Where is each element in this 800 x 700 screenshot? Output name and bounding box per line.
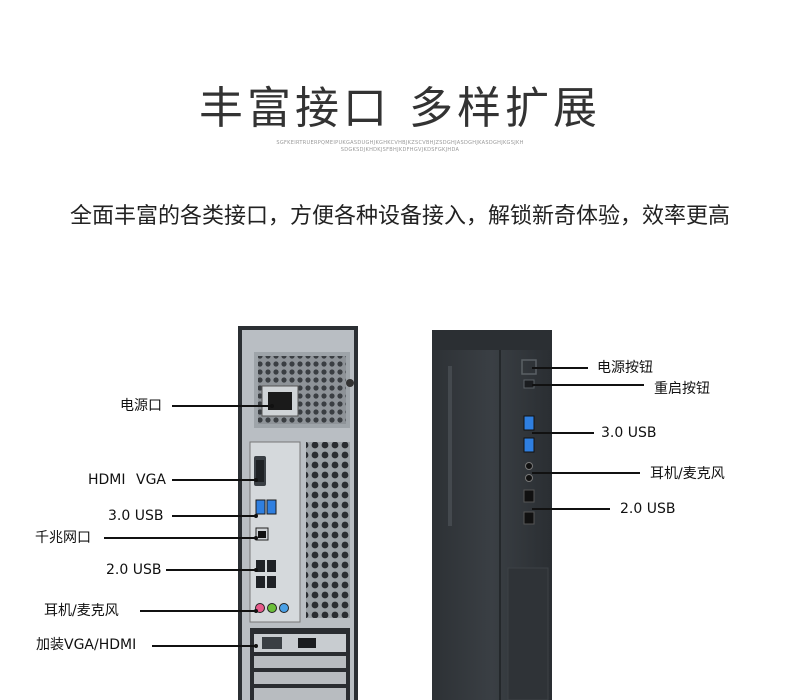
label-power-port: 电源口 bbox=[120, 398, 162, 414]
label-audio-rear: 耳机/麦克风 bbox=[44, 603, 119, 619]
leader-line-audio-rear bbox=[140, 610, 256, 612]
leader-line-power-port bbox=[172, 405, 272, 407]
label-hdmi: HDMI bbox=[88, 472, 126, 488]
leader-line-usb3-rear bbox=[172, 515, 256, 517]
leader-line-usb3-front bbox=[532, 432, 594, 434]
leader-line-usb2-rear bbox=[166, 569, 256, 571]
leader-line-reset-button bbox=[532, 384, 644, 386]
rear-chassis bbox=[238, 326, 358, 700]
leader-line-usb2-front bbox=[532, 508, 610, 510]
decorative-text-line-2: SDGKSDJKHDKJSFBHJKDFHGVJKDSFGKJHDA bbox=[340, 147, 460, 153]
leader-line-hdmi-vga bbox=[172, 479, 256, 481]
decorative-text-line-1: SGFKEIRTRUERPQMEIPUKGASDUGHJKGHKCVHBJKZS… bbox=[276, 140, 524, 146]
front-chassis bbox=[432, 330, 552, 700]
label-expansion-vga-hdmi: 加装VGA/HDMI bbox=[36, 637, 137, 653]
leader-dot-expansion bbox=[254, 644, 258, 648]
product-illustration bbox=[238, 326, 552, 700]
label-usb2-rear: 2.0 USB bbox=[106, 562, 162, 578]
leader-dot-hdmi-vga bbox=[254, 478, 258, 482]
leader-line-gigabit-lan bbox=[104, 537, 256, 539]
page-subtitle: 全面丰富的各类接口，方便各种设备接入，解锁新奇体验，效率更高 bbox=[69, 204, 730, 229]
leader-dot-usb3-rear bbox=[254, 514, 258, 518]
leader-dot-gigabit-lan bbox=[254, 536, 258, 540]
label-reset-button: 重启按钮 bbox=[654, 381, 710, 397]
leader-line-expansion bbox=[152, 645, 256, 647]
leader-dot-audio-rear bbox=[254, 609, 258, 613]
label-usb3-front: 3.0 USB bbox=[601, 425, 657, 441]
label-vga: VGA bbox=[136, 472, 167, 488]
label-usb2-front: 2.0 USB bbox=[620, 501, 676, 517]
page-title: 丰富接口 多样扩展 bbox=[199, 83, 601, 134]
leader-line-audio-front bbox=[532, 472, 640, 474]
label-gigabit-lan: 千兆网口 bbox=[35, 530, 91, 546]
label-power-button: 电源按钮 bbox=[597, 360, 653, 376]
leader-dot-usb2-rear bbox=[254, 568, 258, 572]
label-audio-front: 耳机/麦克风 bbox=[650, 466, 725, 482]
leader-dot-power-port bbox=[270, 404, 274, 408]
label-usb3-rear: 3.0 USB bbox=[108, 508, 164, 524]
leader-line-power-button bbox=[532, 367, 588, 369]
